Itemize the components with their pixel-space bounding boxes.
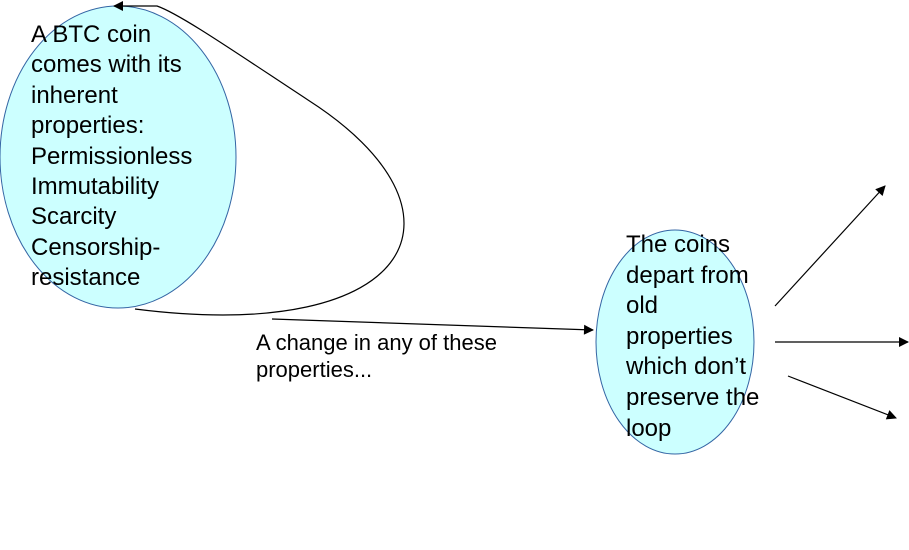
departed-coins-line: depart from xyxy=(626,261,749,289)
departed-coins-line: old xyxy=(626,292,659,320)
departed-coins-line: loop xyxy=(626,414,672,442)
departed-coins-line: properties xyxy=(626,322,733,350)
btc-coin-line: properties: xyxy=(31,112,145,140)
btc-coin-line: resistance xyxy=(31,264,141,292)
departed-coins-label: The coins depart from old properties whi… xyxy=(626,230,759,444)
departed-coins-line: The coins xyxy=(626,231,731,258)
btc-coin-label: A BTC coin comes with its inherent prope… xyxy=(31,20,192,294)
change-edge-label: A change in any of these properties... xyxy=(256,329,497,383)
departed-coins-line: which don’t xyxy=(626,353,747,381)
btc-coin-line: A BTC coin xyxy=(31,21,152,48)
btc-coin-line: Censorship- xyxy=(31,233,161,261)
btc-coin-line: Immutability xyxy=(31,173,160,201)
outgoing-arrow-down xyxy=(787,375,897,420)
departed-coins-ellipse xyxy=(595,229,755,455)
change-arrow xyxy=(271,318,594,335)
departed-coins-line: preserve the xyxy=(626,383,760,411)
change-label-line: A change in any of these xyxy=(256,330,497,355)
btc-coin-line: inherent xyxy=(31,81,118,109)
outgoing-arrow-up xyxy=(774,185,886,307)
self-loop-arrow xyxy=(113,1,405,316)
btc-coin-line: Permissionless xyxy=(31,142,193,170)
change-label-line: properties... xyxy=(256,357,373,382)
btc-coin-line: Scarcity xyxy=(31,203,117,231)
btc-coin-line: comes with its xyxy=(31,51,182,79)
